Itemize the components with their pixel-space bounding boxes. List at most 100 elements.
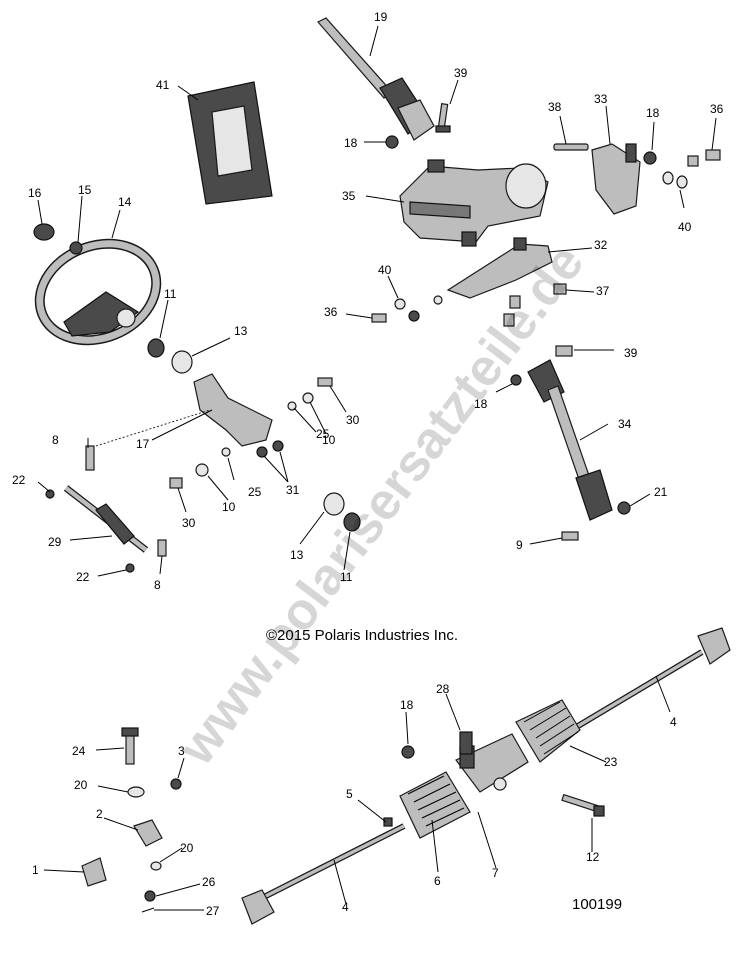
callout-25: 25 [316, 427, 330, 441]
leader-lines [37, 25, 717, 911]
callout-22: 22 [12, 473, 26, 487]
callout-11: 11 [164, 287, 177, 301]
tie-rod-4-upper [576, 627, 731, 729]
callout-2: 2 [96, 807, 103, 821]
callout-20: 20 [74, 778, 88, 792]
hardware-32 [371, 283, 567, 327]
gas-strut [63, 485, 149, 553]
pin-8-upper [85, 445, 95, 471]
callout-22: 22 [76, 570, 90, 584]
bushing-11-lower [343, 512, 361, 532]
callout-21: 21 [654, 485, 668, 499]
callout-34: 34 [618, 417, 632, 431]
callout-24: 24 [72, 744, 86, 758]
diagram-reference-number: 100199 [572, 896, 622, 913]
intermediate-shaft [510, 345, 613, 521]
mount-bracket-32 [446, 237, 553, 299]
callout-35: 35 [342, 189, 356, 203]
power-steering-unit [399, 159, 549, 247]
callout-6: 6 [434, 874, 441, 888]
callout-18: 18 [646, 106, 660, 120]
upper-steering-shaft [317, 17, 435, 141]
callout-10: 10 [222, 500, 236, 514]
bolt-24 [121, 727, 139, 765]
callout-19: 19 [374, 10, 388, 24]
callout-9: 9 [516, 538, 523, 552]
callout-40: 40 [378, 263, 392, 277]
pinion-28 [459, 731, 473, 755]
washer-20-upper [127, 786, 145, 798]
cotter-pin-27 [141, 907, 155, 913]
callout-20: 20 [180, 841, 194, 855]
callout-16: 16 [28, 186, 42, 200]
callout-13: 13 [234, 324, 248, 338]
callout-31: 31 [286, 483, 300, 497]
boot-6 [399, 771, 471, 839]
pin-38 [553, 143, 589, 151]
alignment-dashed-line [95, 409, 211, 447]
callout-25: 25 [248, 485, 262, 499]
cap-16 [33, 223, 55, 241]
nut-3 [170, 778, 182, 790]
callout-32: 32 [594, 238, 608, 252]
boot-23 [515, 699, 581, 763]
callout-10: 10 [322, 433, 336, 447]
callout-14: 14 [118, 195, 132, 209]
callout-30: 30 [182, 516, 196, 530]
bolt-12 [561, 793, 605, 817]
callout-41: 41 [156, 78, 170, 92]
steering-wheel [34, 238, 162, 346]
callout-18: 18 [474, 397, 488, 411]
washers-40-right [662, 171, 688, 189]
callout-7: 7 [492, 866, 499, 880]
callout-28: 28 [436, 682, 450, 696]
callout-5: 5 [346, 787, 353, 801]
nut-15 [69, 241, 83, 255]
bushing-11-upper [147, 338, 165, 358]
callout-39: 39 [624, 346, 638, 360]
callout-40: 40 [678, 220, 692, 234]
callout-11: 11 [340, 570, 353, 584]
callout-30: 30 [346, 413, 360, 427]
tie-rod-4-lower [241, 823, 406, 925]
callout-12: 12 [586, 850, 600, 864]
shaft-34-hardware [561, 501, 631, 541]
callout-4: 4 [342, 900, 349, 914]
callout-4: 4 [670, 715, 677, 729]
callout-17: 17 [136, 437, 150, 451]
callout-38: 38 [548, 100, 562, 114]
washer-20-lower [150, 861, 162, 871]
column-hardware [169, 377, 333, 489]
callout-labels: 19 39 41 18 35 38 33 18 36 40 32 16 15 1… [12, 10, 724, 918]
bearing-13-upper [171, 350, 193, 374]
clip-5 [383, 817, 393, 827]
nut-18-right [643, 151, 657, 165]
callout-37: 37 [596, 284, 610, 298]
nut-18-upper [385, 135, 399, 149]
callout-18: 18 [344, 136, 358, 150]
callout-1: 1 [32, 863, 39, 877]
gasket [187, 81, 273, 205]
callout-13: 13 [290, 548, 304, 562]
callout-33: 33 [594, 92, 608, 106]
bushing-1 [81, 857, 107, 887]
copyright-notice: ©2015 Polaris Industries Inc. [266, 627, 458, 644]
column-bracket [193, 373, 273, 447]
callout-26: 26 [202, 875, 216, 889]
callout-29: 29 [48, 535, 62, 549]
tie-rod-end-2 [133, 819, 163, 847]
callout-36: 36 [710, 102, 724, 116]
callout-39: 39 [454, 66, 468, 80]
bracket-33 [591, 143, 641, 215]
callout-27: 27 [206, 904, 220, 918]
callout-8: 8 [154, 578, 161, 592]
callout-18: 18 [400, 698, 414, 712]
bearing-13-lower [323, 492, 345, 516]
nuts-22 [45, 489, 135, 573]
pin-8-lower [157, 539, 167, 557]
bolt-39-upper [435, 103, 451, 133]
callout-3: 3 [178, 744, 185, 758]
callout-15: 15 [78, 183, 92, 197]
callout-23: 23 [604, 755, 618, 769]
bolt-36-right [687, 149, 721, 167]
